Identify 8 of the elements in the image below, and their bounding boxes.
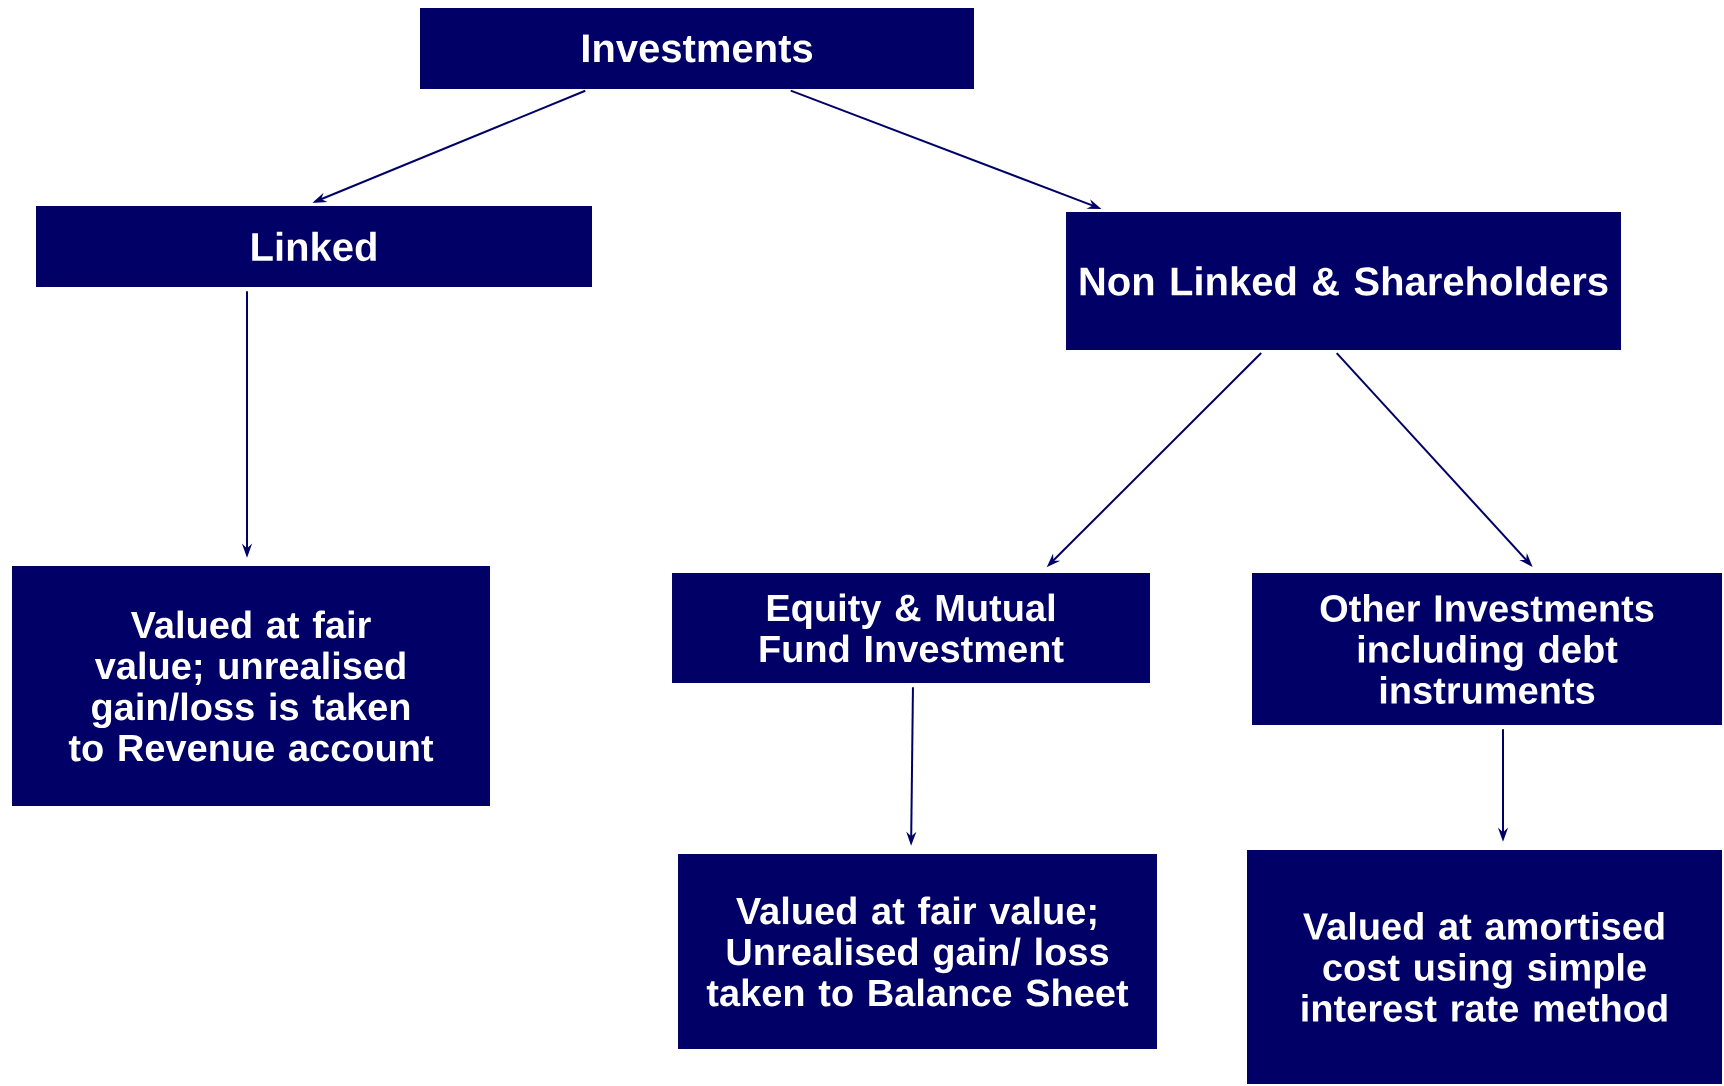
process-box: Valued at fair value; unrealised gain/loss is taken to Revenue account [12,566,490,806]
process-box: Equity & Mutual Fund Investment [672,573,1150,683]
process-box: Non Linked & Shareholders [1066,212,1621,350]
process-box: Investments [420,8,974,89]
process-box: Valued at fair value; Unrealised gain/ loss taken to Balance Sheet [678,854,1157,1049]
process-box: Other Investments including debt instruments [1252,573,1722,725]
process-box: Linked [36,206,592,287]
process-box: Valued at amortised cost using simple interest rate method [1247,850,1722,1084]
